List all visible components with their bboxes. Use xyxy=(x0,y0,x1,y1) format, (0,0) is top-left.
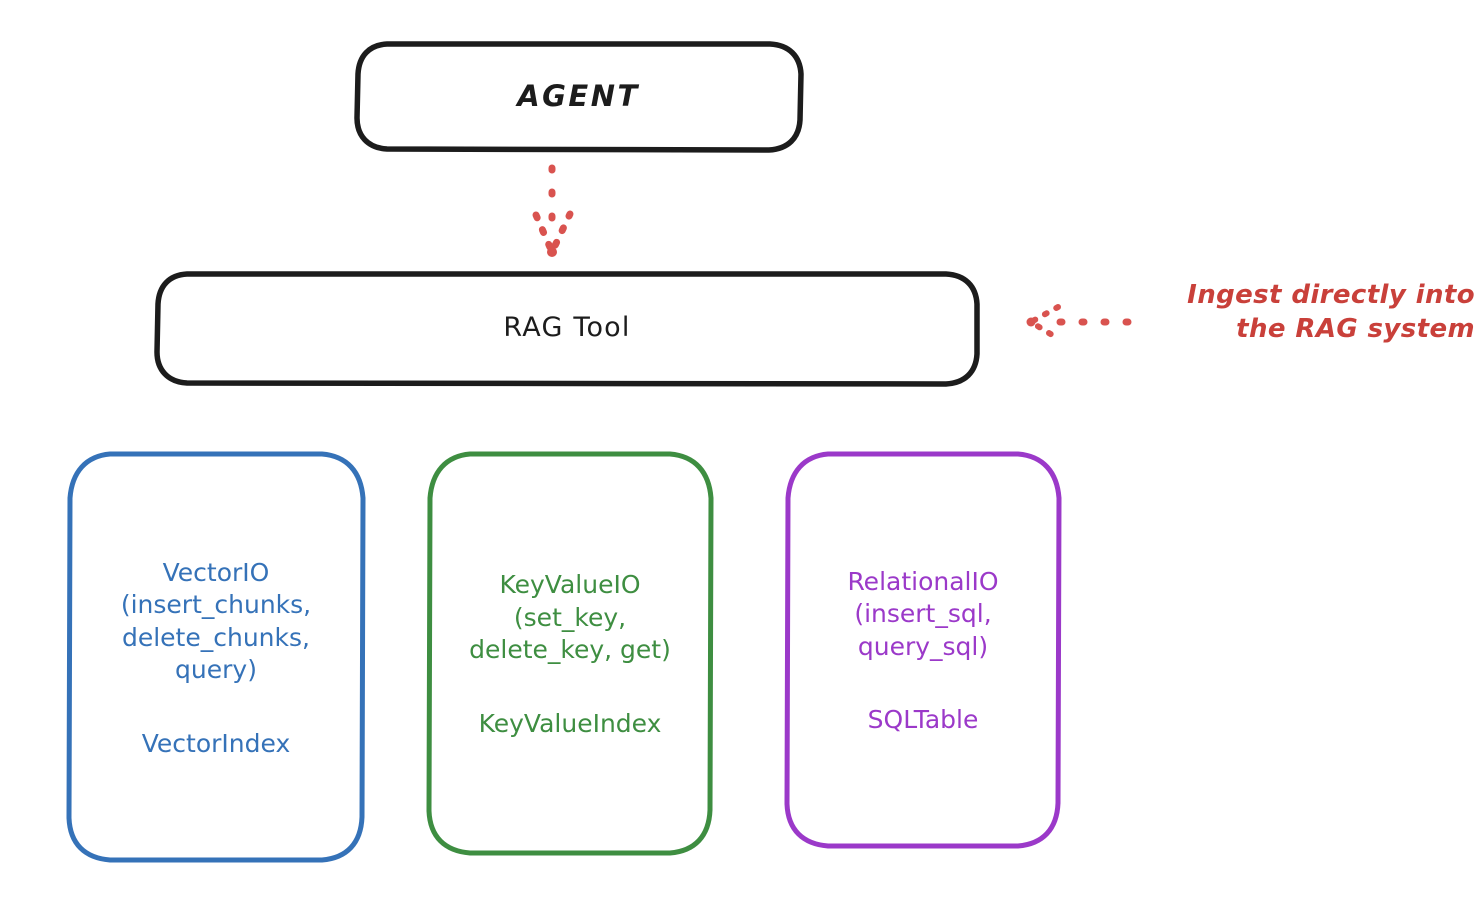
vector-io-title: VectorIO (insert_chunks, delete_chunks, … xyxy=(120,557,312,685)
key-value-io-title: KeyValueIO (set_key, delete_key, get) xyxy=(469,570,671,665)
node-rag-tool[interactable]: RAG Tool xyxy=(154,271,980,387)
annotation-ingest: Ingest directly into the RAG system xyxy=(1187,280,1475,345)
connector-ingest-to-rag-tool xyxy=(1026,304,1132,341)
node-agent[interactable]: AGENT xyxy=(354,41,804,153)
rag-tool-label: RAG Tool xyxy=(503,312,631,344)
node-relational-io[interactable]: RelationalIO (insert_sql, query_sql) SQL… xyxy=(784,451,1062,849)
node-vector-io[interactable]: VectorIO (insert_chunks, delete_chunks, … xyxy=(66,451,366,863)
node-key-value-io[interactable]: KeyValueIO (set_key, delete_key, get) Ke… xyxy=(426,451,714,856)
agent-label: AGENT xyxy=(517,79,640,114)
relational-io-title: RelationalIO (insert_sql, query_sql) xyxy=(847,566,999,661)
vector-io-index: VectorIndex xyxy=(141,728,291,758)
relational-io-index: SQLTable xyxy=(867,705,979,735)
connector-agent-to-rag-tool xyxy=(532,164,574,257)
key-value-io-index: KeyValueIndex xyxy=(478,708,662,738)
